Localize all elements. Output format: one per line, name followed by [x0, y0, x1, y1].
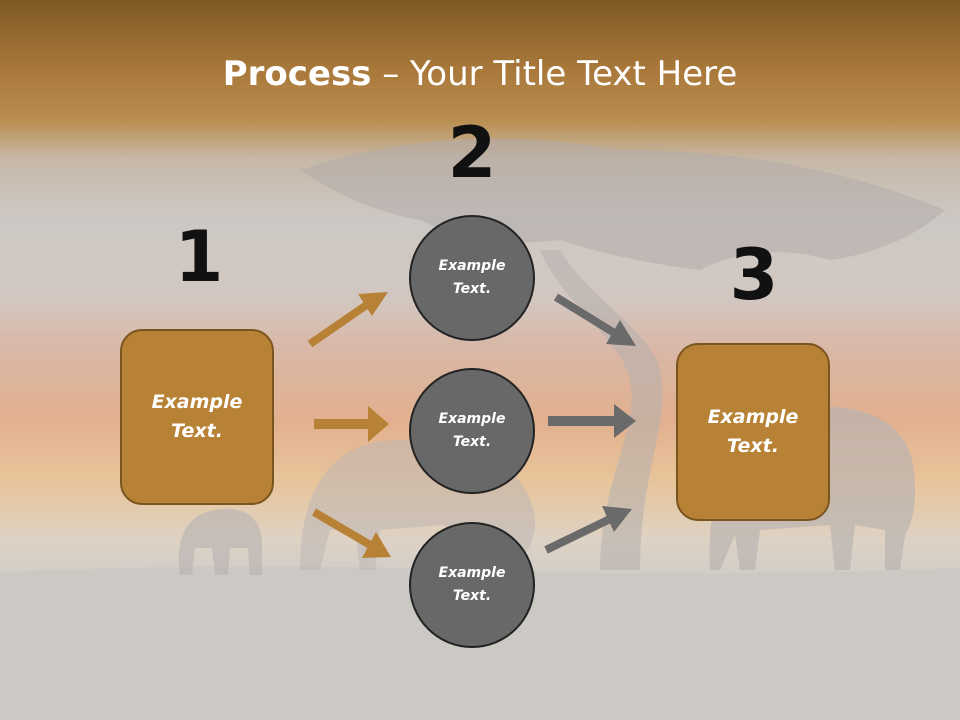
arrow-box1-to-circle-bottom: [311, 508, 391, 558]
step-1-text: Example Text.: [151, 391, 243, 442]
circle-bottom: Example Text.: [409, 522, 535, 648]
title-rest: – Your Title Text Here: [371, 54, 738, 94]
step-3-text: Example Text.: [707, 406, 799, 457]
step-1-box: Example Text.: [120, 329, 274, 505]
circle-bottom-text: Example Text.: [438, 565, 506, 604]
arrow-circle-middle-to-box3: [548, 404, 636, 438]
arrow-box1-to-circle-middle: [314, 406, 389, 442]
step-3-box: Example Text.: [676, 343, 830, 521]
circle-top-text: Example Text.: [438, 258, 506, 297]
circle-top: Example Text.: [409, 215, 535, 341]
circle-middle-text: Example Text.: [438, 411, 506, 450]
step-number-2: 2: [447, 112, 497, 194]
step-number-1: 1: [174, 216, 224, 298]
step-number-3: 3: [729, 234, 779, 316]
arrow-circle-top-to-box3: [553, 293, 636, 346]
title-bold: Process: [222, 54, 372, 94]
slide-title: Process – Your Title Text Here: [0, 52, 960, 96]
arrow-box1-to-circle-top: [307, 292, 388, 348]
circle-middle: Example Text.: [409, 368, 535, 494]
arrow-circle-bottom-to-box3: [544, 506, 632, 554]
